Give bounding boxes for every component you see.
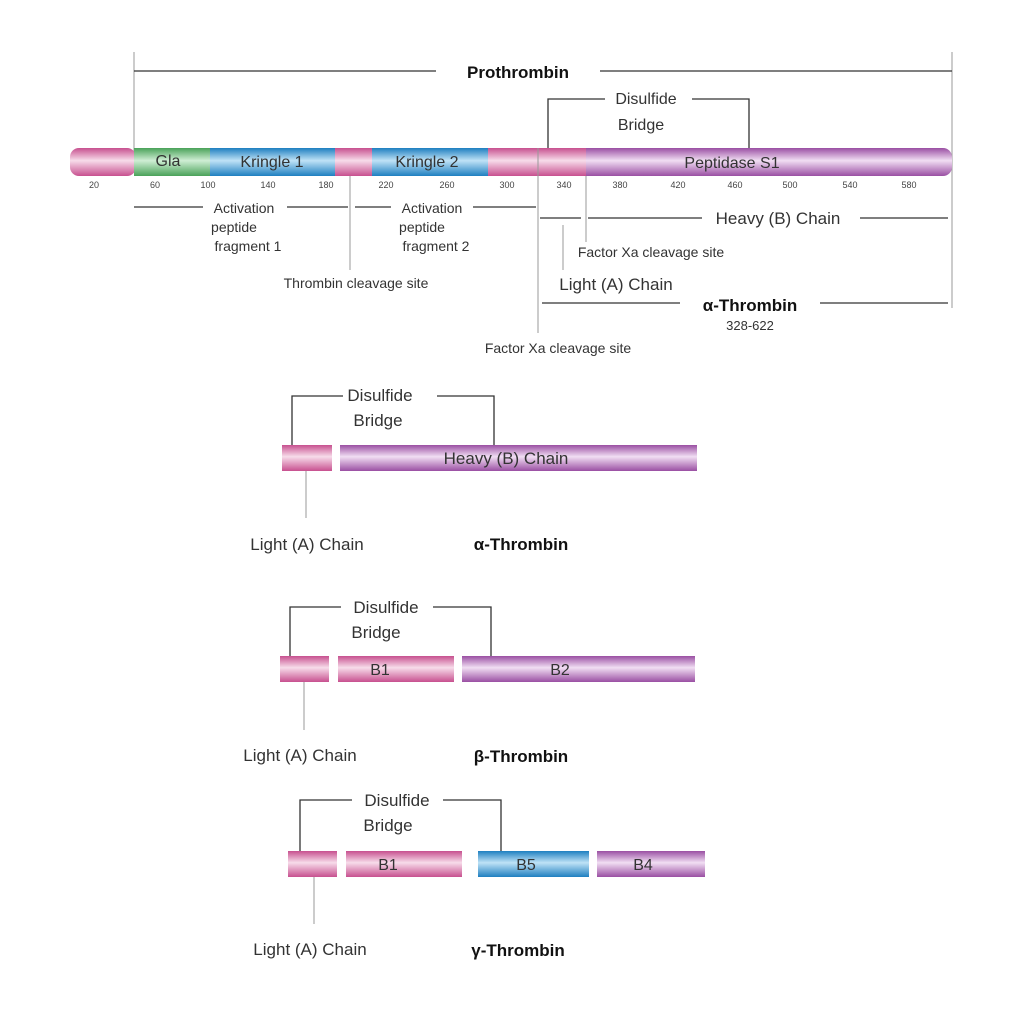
tick-label: 300 [499, 180, 514, 190]
gamma-light-chain-bar [288, 851, 337, 877]
tick-label: 140 [260, 180, 275, 190]
activation2-line2: peptide [399, 219, 445, 235]
gamma-disulfide-line1: Disulfide [364, 791, 429, 810]
alpha-heavy-chain-bar [340, 445, 697, 471]
alpha-light-chain-bar [282, 445, 332, 471]
tick-label: 580 [901, 180, 916, 190]
disulfide-label-line1: Disulfide [615, 91, 676, 108]
gamma-disulfide-left [299, 799, 352, 851]
gamma-thrombin-section: Disulfide Bridge B1 B5 B4 Light (A) Chai… [253, 791, 705, 960]
tick-label: 380 [612, 180, 627, 190]
activation2-line3: fragment 2 [403, 238, 470, 254]
alpha-thrombin-label: α-Thrombin [703, 296, 798, 315]
alpha-range-label: 328-622 [726, 318, 774, 333]
tick-label: 460 [727, 180, 742, 190]
tick-label: 100 [200, 180, 215, 190]
beta-light-chain-label: Light (A) Chain [243, 746, 356, 765]
beta-light-chain-bar [280, 656, 329, 682]
factor-xa-label-1: Factor Xa cleavage site [578, 244, 725, 260]
beta-disulfide-left [289, 606, 341, 656]
activation2-line1: Activation [402, 200, 463, 216]
tick-label: 60 [150, 180, 160, 190]
tick-label: 220 [378, 180, 393, 190]
gamma-b5-label: B5 [516, 857, 536, 874]
n-terminal-segment [70, 148, 136, 176]
tick-labels: 20 60 100 140 180 220 260 300 340 380 42… [89, 180, 917, 190]
linker-segment-2 [488, 148, 586, 176]
alpha-thrombin-name: α-Thrombin [474, 535, 569, 554]
tick-label: 180 [318, 180, 333, 190]
thrombin-cleavage-label: Thrombin cleavage site [284, 275, 429, 291]
kringle2-label: Kringle 2 [395, 154, 458, 171]
gla-domain [134, 148, 210, 176]
peptidase-domain-square-edge [586, 148, 606, 176]
disulfide-label-line2: Bridge [618, 117, 664, 134]
gamma-b1-bar [346, 851, 462, 877]
gamma-b4-label: B4 [633, 857, 653, 874]
gamma-light-chain-label: Light (A) Chain [253, 940, 366, 959]
beta-disulfide-right [433, 606, 492, 656]
gamma-disulfide-line2: Bridge [363, 816, 412, 835]
kringle1-domain [210, 148, 335, 176]
beta-b2-label: B2 [550, 662, 570, 679]
kringle1-label: Kringle 1 [240, 154, 303, 171]
kringle2-domain [372, 148, 488, 176]
prothrombin-bar: Gla Kringle 1 Kringle 2 Peptidase S1 [70, 148, 952, 176]
alpha-disulfide-right [437, 395, 495, 445]
gamma-thrombin-name: γ-Thrombin [471, 941, 565, 960]
prothrombin-section: Prothrombin Disulfide Bridge Gla Kringle… [70, 52, 953, 356]
beta-thrombin-name: β-Thrombin [474, 747, 568, 766]
tick-label: 500 [782, 180, 797, 190]
tick-label: 540 [842, 180, 857, 190]
beta-b1-label: B1 [370, 662, 390, 679]
activation1-line2: peptide [211, 219, 257, 235]
gamma-b5-bar [478, 851, 589, 877]
beta-disulfide-line1: Disulfide [353, 598, 418, 617]
factor-xa-label-2: Factor Xa cleavage site [485, 340, 632, 356]
alpha-light-chain-label: Light (A) Chain [250, 535, 363, 554]
alpha-disulfide-line1: Disulfide [347, 386, 412, 405]
disulfide-bracket-left [547, 98, 605, 148]
alpha-disulfide-line2: Bridge [353, 411, 402, 430]
beta-b1-bar [338, 656, 454, 682]
tick-label: 420 [670, 180, 685, 190]
tick-label: 20 [89, 180, 99, 190]
beta-b2-bar [462, 656, 695, 682]
gla-label: Gla [156, 153, 181, 170]
activation1-line3: fragment 1 [215, 238, 282, 254]
heavy-chain-label: Heavy (B) Chain [716, 209, 841, 228]
gamma-b4-bar [597, 851, 705, 877]
gamma-b1-label: B1 [378, 857, 398, 874]
peptidase-label: Peptidase S1 [684, 155, 779, 172]
activation1-line1: Activation [214, 200, 275, 216]
alpha-heavy-chain-label: Heavy (B) Chain [444, 449, 569, 468]
beta-disulfide-line2: Bridge [351, 623, 400, 642]
peptidase-domain [586, 148, 952, 176]
gamma-disulfide-right [443, 799, 502, 851]
linker-segment-1 [335, 148, 372, 176]
beta-thrombin-section: Disulfide Bridge B1 B2 Light (A) Chain β… [243, 598, 695, 766]
light-chain-label: Light (A) Chain [559, 275, 672, 294]
disulfide-bracket-right [692, 98, 750, 148]
tick-label: 340 [556, 180, 571, 190]
prothrombin-title: Prothrombin [467, 63, 569, 82]
alpha-disulfide-left [291, 395, 343, 445]
alpha-thrombin-section: Disulfide Bridge Heavy (B) Chain Light (… [250, 386, 697, 554]
tick-label: 260 [439, 180, 454, 190]
